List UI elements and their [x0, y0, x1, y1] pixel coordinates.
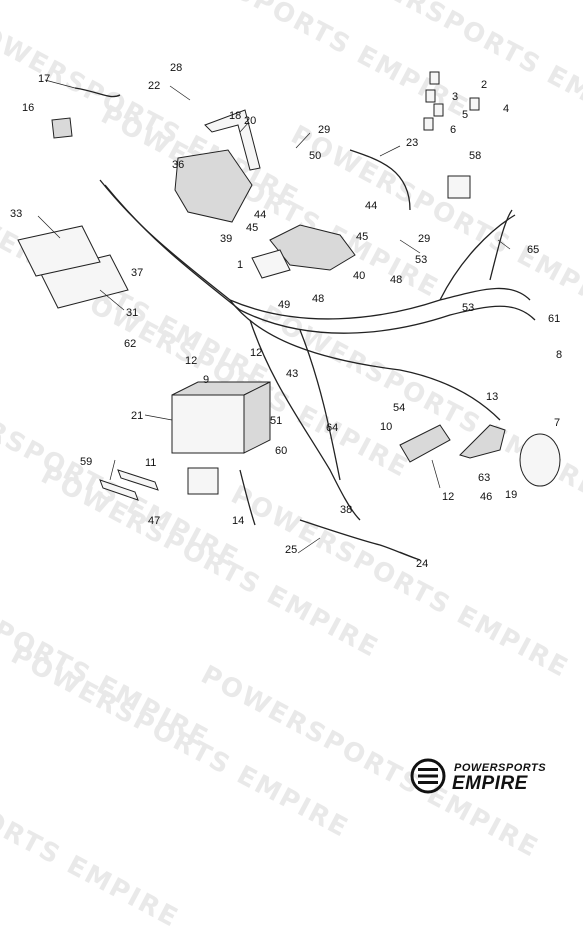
cover-13: [459, 424, 506, 459]
callout-48a: 48: [312, 293, 324, 305]
callout-65: 65: [527, 244, 539, 256]
connector-58: [447, 175, 471, 199]
callout-5: 5: [462, 109, 468, 121]
fuse-box-36: [174, 149, 253, 223]
callout-9: 9: [203, 374, 209, 386]
callout-11: 11: [145, 457, 156, 469]
callout-8: 8: [556, 349, 562, 361]
callout-33: 33: [10, 208, 22, 220]
callout-62: 62: [124, 338, 136, 350]
callout-60: 60: [275, 445, 287, 457]
callout-38: 38: [340, 504, 352, 516]
callout-18: 18: [229, 110, 241, 122]
callout-1: 1: [237, 259, 243, 271]
callout-25: 25: [285, 544, 297, 556]
strip-59a: [99, 479, 139, 501]
battery-side-21: [243, 381, 271, 454]
callout-2: 2: [481, 79, 487, 91]
callout-29b: 29: [418, 233, 430, 245]
callout-labels: 1 2 3 4 5 6 7 8 9 10 11 12 12 12 13 14 1…: [10, 62, 562, 570]
strip-59b: [117, 469, 159, 491]
callout-50: 50: [309, 150, 321, 162]
clip-4: [469, 97, 480, 111]
callout-3: 3: [452, 91, 458, 103]
callout-46: 46: [480, 491, 492, 503]
callout-58: 58: [469, 150, 481, 162]
callout-22: 22: [148, 80, 160, 92]
clip-2: [429, 71, 440, 85]
ecu-33: [17, 225, 101, 277]
fuse-16: [51, 117, 73, 139]
callout-51: 51: [270, 415, 282, 427]
callout-13: 13: [486, 391, 498, 403]
relay-11: [187, 467, 219, 495]
callout-12a: 12: [250, 347, 262, 359]
clip-6: [423, 117, 434, 131]
callout-54: 54: [393, 402, 405, 414]
callout-14: 14: [232, 515, 244, 527]
plate-40: [269, 224, 356, 271]
callout-64: 64: [326, 422, 338, 434]
powersports-empire-logo: POWERSPORTS EMPIRE: [406, 756, 568, 796]
callout-61: 61: [548, 313, 560, 325]
callout-12b: 12: [185, 355, 197, 367]
callout-47: 47: [148, 515, 160, 527]
callout-59: 59: [80, 456, 92, 468]
callout-43: 43: [286, 368, 298, 380]
callout-39: 39: [220, 233, 232, 245]
callout-44b: 44: [365, 200, 377, 212]
sensor-39: [251, 249, 291, 279]
callout-20: 20: [244, 115, 256, 127]
logo-emblem-icon: [410, 758, 446, 794]
callout-40: 40: [353, 270, 365, 282]
callout-37: 37: [131, 267, 143, 279]
callout-16: 16: [22, 102, 34, 114]
callout-45a: 45: [246, 222, 258, 234]
callout-44a: 44: [254, 209, 266, 221]
clip-3: [425, 89, 436, 103]
callout-53b: 53: [462, 302, 474, 314]
callout-23: 23: [406, 137, 418, 149]
callout-4: 4: [503, 103, 509, 115]
callout-48b: 48: [390, 274, 402, 286]
wiring-harness-drawing: [17, 71, 561, 561]
callout-49: 49: [278, 299, 290, 311]
callout-19: 19: [505, 489, 517, 501]
callout-45b: 45: [356, 231, 368, 243]
callout-28: 28: [170, 62, 182, 74]
callout-17: 17: [38, 73, 50, 85]
logo-text-top: POWERSPORTS: [454, 762, 547, 774]
clip-5: [433, 103, 444, 117]
callout-10: 10: [380, 421, 392, 433]
callout-29a: 29: [318, 124, 330, 136]
callout-12c: 12: [442, 491, 454, 503]
logo-text-bottom: EMPIRE: [452, 773, 528, 794]
callout-7: 7: [554, 417, 560, 429]
horn-19: [519, 433, 561, 487]
callout-36: 36: [172, 159, 184, 171]
callout-21: 21: [131, 410, 143, 422]
callout-53a: 53: [415, 254, 427, 266]
callout-63: 63: [478, 472, 490, 484]
callout-31: 31: [126, 307, 138, 319]
callout-24: 24: [416, 558, 428, 570]
callout-6: 6: [450, 124, 456, 136]
relay-10: [399, 424, 451, 463]
